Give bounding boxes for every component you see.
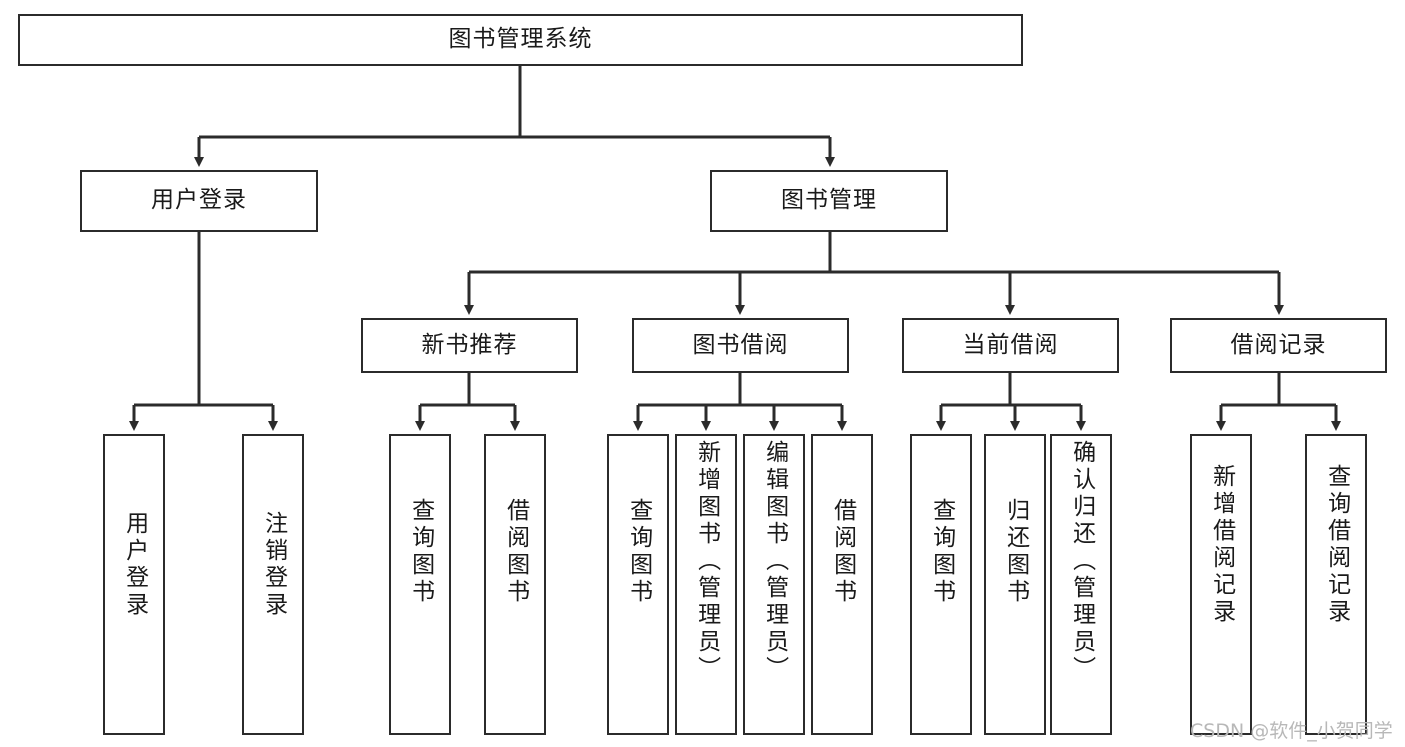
node-leaf-query-record-label: 查询借阅记录 [1323,464,1350,626]
node-leaf-query-book-label: 查询图书 [625,498,652,606]
node-leaf-query-book-rec-label: 查询图书 [407,498,434,606]
node-leaf-add-record-label: 新增借阅记录 [1208,464,1235,626]
node-user-login-label: 用户登录 [151,187,247,214]
node-new-book-rec[interactable]: 新书推荐 [361,318,578,373]
node-leaf-borrow-book-rec[interactable]: 借阅图书 [484,434,546,735]
node-leaf-query-book-rec[interactable]: 查询图书 [389,434,451,735]
node-leaf-query-book-cur-label: 查询图书 [928,498,955,606]
node-leaf-add-book-label: 新增图书（管理员） [693,440,720,683]
node-leaf-return-book-label: 归还图书 [1002,498,1029,606]
node-leaf-confirm-return[interactable]: 确认归还（管理员） [1050,434,1112,735]
node-leaf-borrow-book-rec-label: 借阅图书 [502,498,529,606]
node-book-borrow[interactable]: 图书借阅 [632,318,849,373]
node-leaf-borrow-book[interactable]: 借阅图书 [811,434,873,735]
node-root[interactable]: 图书管理系统 [18,14,1023,66]
node-borrow-record-label: 借阅记录 [1230,331,1327,358]
node-leaf-user-login[interactable]: 用户登录 [103,434,165,735]
node-new-book-rec-label: 新书推荐 [421,331,518,358]
node-leaf-logout[interactable]: 注销登录 [242,434,304,735]
node-leaf-query-book[interactable]: 查询图书 [607,434,669,735]
node-book-borrow-label: 图书借阅 [692,331,789,358]
node-current-borrow[interactable]: 当前借阅 [902,318,1119,373]
node-leaf-user-login-label: 用户登录 [121,511,148,619]
node-leaf-borrow-book-label: 借阅图书 [829,498,856,606]
node-user-login[interactable]: 用户登录 [80,170,318,232]
node-leaf-query-book-cur[interactable]: 查询图书 [910,434,972,735]
node-leaf-return-book[interactable]: 归还图书 [984,434,1046,735]
node-current-borrow-label: 当前借阅 [962,331,1059,358]
csdn-watermark-text: CSDN @软件_小贺同学 [1190,720,1393,742]
csdn-watermark: CSDN @软件_小贺同学 [1190,716,1393,743]
node-leaf-edit-book-label: 编辑图书（管理员） [761,440,788,683]
node-leaf-add-book[interactable]: 新增图书（管理员） [675,434,737,735]
node-leaf-logout-label: 注销登录 [260,511,287,619]
node-book-manage-label: 图书管理 [781,187,877,214]
node-borrow-record[interactable]: 借阅记录 [1170,318,1387,373]
node-leaf-query-record[interactable]: 查询借阅记录 [1305,434,1367,735]
node-book-manage[interactable]: 图书管理 [710,170,948,232]
node-leaf-add-record[interactable]: 新增借阅记录 [1190,434,1252,735]
node-leaf-confirm-return-label: 确认归还（管理员） [1068,440,1095,683]
node-root-label: 图书管理系统 [448,26,593,53]
node-leaf-edit-book[interactable]: 编辑图书（管理员） [743,434,805,735]
